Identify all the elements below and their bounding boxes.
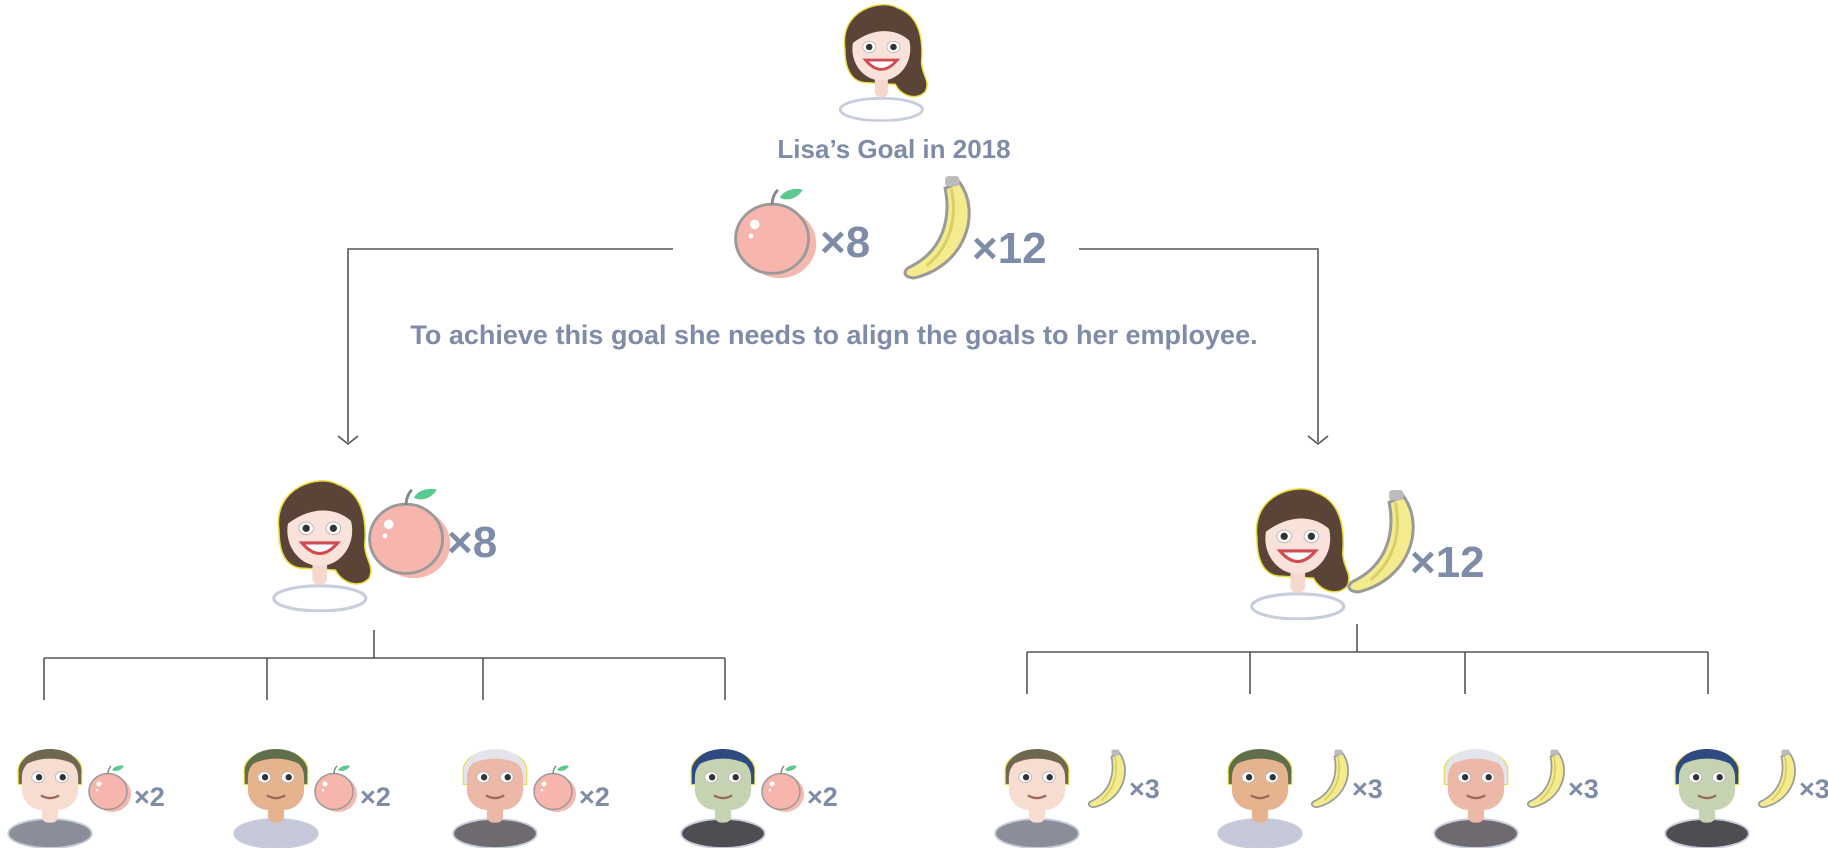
employee-fruit-count: ×3	[1799, 774, 1828, 804]
employee-avatar	[1217, 749, 1303, 848]
right-branch-count: ×12	[1410, 538, 1485, 587]
banana-icon	[1085, 746, 1131, 812]
employee-fruit-count: ×3	[1568, 774, 1599, 804]
apple-icon	[360, 486, 456, 582]
banana-icon	[1308, 746, 1354, 812]
employee-fruit-count: ×3	[1129, 774, 1160, 804]
employee-avatar	[7, 749, 93, 848]
employee-fruit-count: ×2	[579, 782, 610, 812]
apple-icon	[310, 764, 360, 814]
employee-avatar	[680, 749, 766, 848]
goal-apple-count: ×8	[820, 218, 871, 267]
employee-avatar	[1433, 749, 1519, 848]
apple-icon	[84, 764, 134, 814]
employee-avatar	[994, 749, 1080, 848]
apple-icon	[726, 186, 822, 282]
apple-icon	[529, 764, 579, 814]
employee-avatar	[452, 749, 538, 848]
banana-icon	[1524, 746, 1570, 812]
apple-icon	[757, 764, 807, 814]
left-branch-count: ×8	[447, 518, 498, 567]
employee-fruit-count: ×2	[807, 782, 838, 812]
employee-fruit-count: ×2	[360, 782, 391, 812]
goal-banana-count: ×12	[972, 224, 1047, 273]
banana-icon	[1755, 746, 1801, 812]
lisa-avatar-top	[830, 0, 942, 122]
employee-fruit-count: ×3	[1352, 774, 1383, 804]
employee-fruit-count: ×2	[134, 782, 165, 812]
banana-icon	[898, 172, 980, 284]
employee-avatar	[1664, 749, 1750, 848]
alignment-note: To achieve this goal she needs to align …	[410, 320, 1258, 350]
employee-avatar	[233, 749, 319, 848]
goal-title: Lisa’s Goal in 2018	[777, 134, 1011, 164]
